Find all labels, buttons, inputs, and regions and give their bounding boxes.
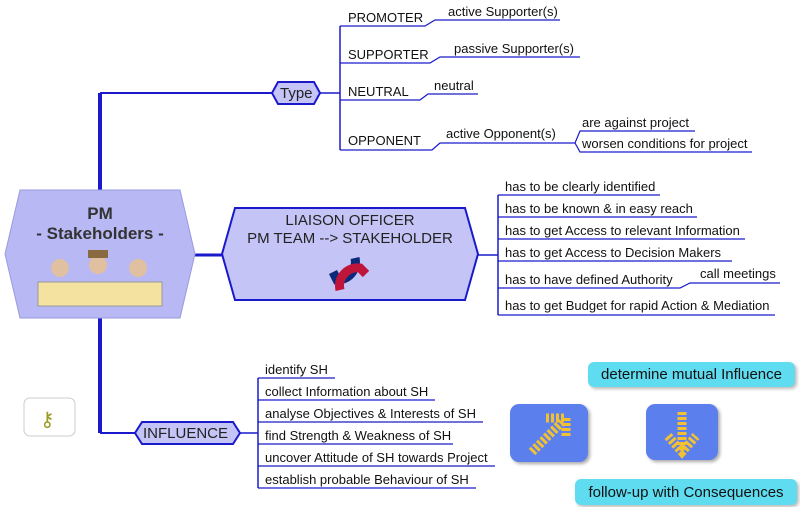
opponent-sub-1[interactable]: are against project [582, 115, 689, 130]
liaison-item[interactable]: has to get Budget for rapid Action & Med… [505, 298, 770, 313]
type-supporter-child[interactable]: passive Supporter(s) [454, 41, 574, 56]
type-neutral[interactable]: NEUTRAL [348, 84, 409, 99]
influence-item[interactable]: collect Information about SH [265, 384, 429, 399]
type-node[interactable]: Type [280, 85, 313, 102]
type-neutral-child[interactable]: neutral [434, 78, 474, 93]
influence-item[interactable]: establish probable Behaviour of SH [265, 472, 469, 487]
follow-up-callout[interactable]: follow-up with Consequences [575, 479, 797, 505]
influence-item[interactable]: find Strength & Weakness of SH [265, 428, 452, 443]
type-supporter[interactable]: SUPPORTER [348, 47, 429, 62]
liaison-item[interactable]: has to have defined Authority [505, 272, 673, 287]
influence-node[interactable]: INFLUENCE [143, 425, 229, 442]
liaison-item[interactable]: has to get Access to relevant Informatio… [505, 223, 740, 238]
influence-item[interactable]: identify SH [265, 362, 328, 377]
influence-item[interactable]: analyse Objectives & Interests of SH [265, 406, 476, 421]
liaison-item[interactable]: has to be clearly identified [505, 179, 656, 194]
type-opponent[interactable]: OPPONENT [348, 133, 421, 148]
liaison-item[interactable]: has to be known & in easy reach [505, 201, 693, 216]
type-promoter[interactable]: PROMOTER [348, 10, 424, 25]
liaison-item[interactable]: has to get Access to Decision Makers [505, 245, 722, 260]
keys-icon: ⚷ [40, 409, 55, 431]
liaison-subtitle: PM TEAM --> STAKEHOLDER [247, 230, 453, 247]
meeting-illustration [37, 250, 163, 307]
diagonal-arrow-icon [510, 404, 588, 462]
liaison-title: LIAISON OFFICER [285, 212, 415, 229]
opponent-sub-2[interactable]: worsen conditions for project [582, 136, 748, 151]
type-node-shape [270, 81, 322, 105]
keys-icon-box [23, 397, 76, 437]
determine-mutual-influence-callout[interactable]: determine mutual Influence [588, 362, 795, 387]
type-promoter-child[interactable]: active Supporter(s) [448, 4, 558, 19]
influence-item[interactable]: uncover Attitude of SH towards Project [265, 450, 488, 465]
down-arrow-icon [646, 404, 718, 460]
type-opponent-child[interactable]: active Opponent(s) [446, 126, 556, 141]
sync-arrows-icon [328, 257, 370, 292]
center-subtitle: - Stakeholders - [36, 224, 164, 243]
liaison-node-shape [220, 207, 480, 301]
center-title: PM [87, 204, 113, 223]
influence-node-shape [133, 421, 242, 445]
liaison-sub-item[interactable]: call meetings [700, 266, 776, 281]
